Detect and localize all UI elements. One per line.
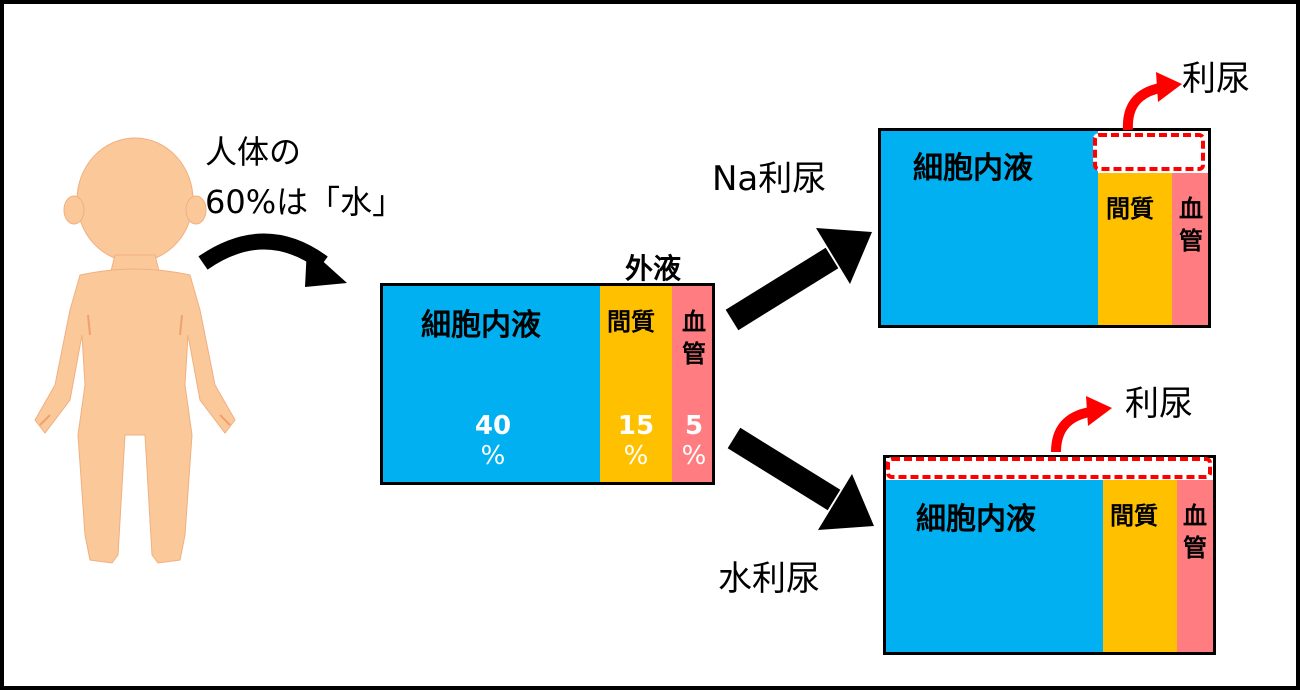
water-diuresis-label: 水利尿 <box>718 559 820 599</box>
water-removed-region <box>886 457 1212 479</box>
intro-line-1: 人体の <box>205 133 302 171</box>
na-intracellular-label: 細胞内液 <box>913 151 1033 186</box>
water-intracellular-segment <box>886 480 1103 652</box>
na-intracellular-segment <box>881 131 1098 325</box>
interstitial-percent: 15% <box>617 411 655 471</box>
na-out-label: 利尿 <box>1182 59 1250 99</box>
intro-line-2: 60%は「水」 <box>205 183 405 221</box>
human-figure <box>34 137 236 564</box>
water-outflow-arrow-icon <box>1051 396 1112 453</box>
na-vessel-label-top: 血 <box>1179 195 1203 223</box>
extracellular-label: 外液 <box>625 252 682 285</box>
interstitial-label: 間質 <box>607 308 655 336</box>
na-outflow-arrow-icon <box>1122 72 1182 131</box>
na-vessel-label-bottom: 管 <box>1179 227 1203 255</box>
up-arrow-icon <box>725 228 872 331</box>
water-diuresis-box: 細胞内液 間質 血 管 <box>883 455 1216 655</box>
water-out-label: 利尿 <box>1125 384 1193 424</box>
main-fluid-box: 細胞内液 間質 血 管 40% 15% 5% <box>380 283 715 485</box>
curved-arrow-icon <box>198 233 347 287</box>
water-vessel-segment <box>1177 480 1213 652</box>
interstitial-segment <box>600 286 672 482</box>
na-diuresis-label: Na利尿 <box>712 159 827 199</box>
na-vessel-segment <box>1172 173 1208 325</box>
water-vessel-label-bottom: 管 <box>1183 534 1207 562</box>
intracellular-label: 細胞内液 <box>421 308 541 343</box>
down-arrow-icon <box>727 427 874 530</box>
vessel-segment <box>672 286 712 482</box>
water-vessel-label-top: 血 <box>1183 502 1207 530</box>
water-interstitial-label: 間質 <box>1110 502 1158 530</box>
na-removed-water-region <box>1093 133 1205 171</box>
water-interstitial-segment <box>1103 480 1177 652</box>
na-interstitial-segment <box>1098 173 1172 325</box>
vessel-label-bottom: 管 <box>682 340 706 368</box>
vessel-label-top: 血 <box>682 308 706 336</box>
na-interstitial-label: 間質 <box>1106 195 1154 223</box>
intracellular-segment <box>383 286 600 482</box>
na-diuresis-box: 細胞内液 間質 血 管 <box>878 128 1211 328</box>
vessel-percent: 5% <box>681 411 707 471</box>
intracellular-percent: 40% <box>474 411 512 471</box>
water-intracellular-label: 細胞内液 <box>916 502 1036 537</box>
